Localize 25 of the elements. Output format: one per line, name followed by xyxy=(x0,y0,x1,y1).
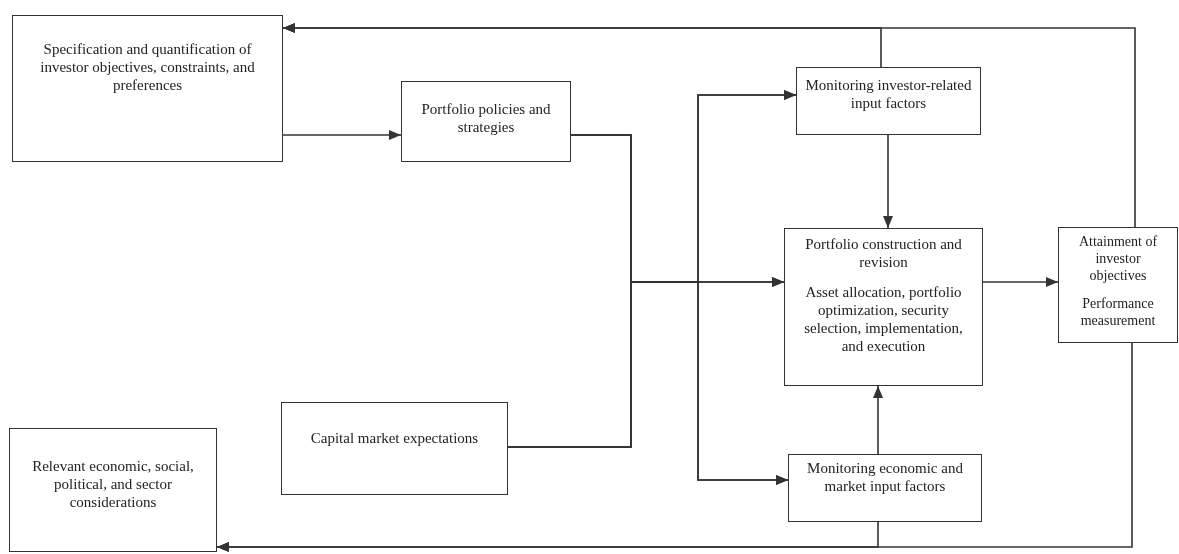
process-box xyxy=(401,81,571,162)
process-box xyxy=(9,428,217,552)
box-text: Relevant economic, social, political, and sector considerations xyxy=(31,457,195,511)
arrow xyxy=(282,23,882,68)
process-box xyxy=(788,454,982,522)
process-box xyxy=(784,228,983,386)
process-box xyxy=(12,15,283,162)
box-text: Asset allocation, portfolio optimization, security selection, implementation, and execution xyxy=(803,283,964,355)
process-box xyxy=(796,67,981,135)
box-text: Specification and quantification of investor objectives, constraints, and preferences xyxy=(39,40,256,94)
process-box xyxy=(1058,227,1178,343)
box-text: Capital market expectations xyxy=(310,429,479,447)
arrow xyxy=(282,130,402,140)
arrow xyxy=(883,134,893,229)
box-text: Portfolio construction and revision xyxy=(804,235,963,271)
arrow xyxy=(216,521,879,552)
box-text: Portfolio policies and strategies xyxy=(420,100,552,136)
process-box xyxy=(281,402,508,495)
box-text: Monitoring investor-related input factors xyxy=(805,76,972,112)
arrow xyxy=(982,277,1059,287)
arrow xyxy=(873,385,883,455)
box-text: Monitoring economic and market input factors xyxy=(806,459,964,495)
box-text: Performance measurement xyxy=(1079,296,1157,330)
box-text: Attainment of investor objectives xyxy=(1077,234,1159,285)
arrow xyxy=(507,281,789,485)
